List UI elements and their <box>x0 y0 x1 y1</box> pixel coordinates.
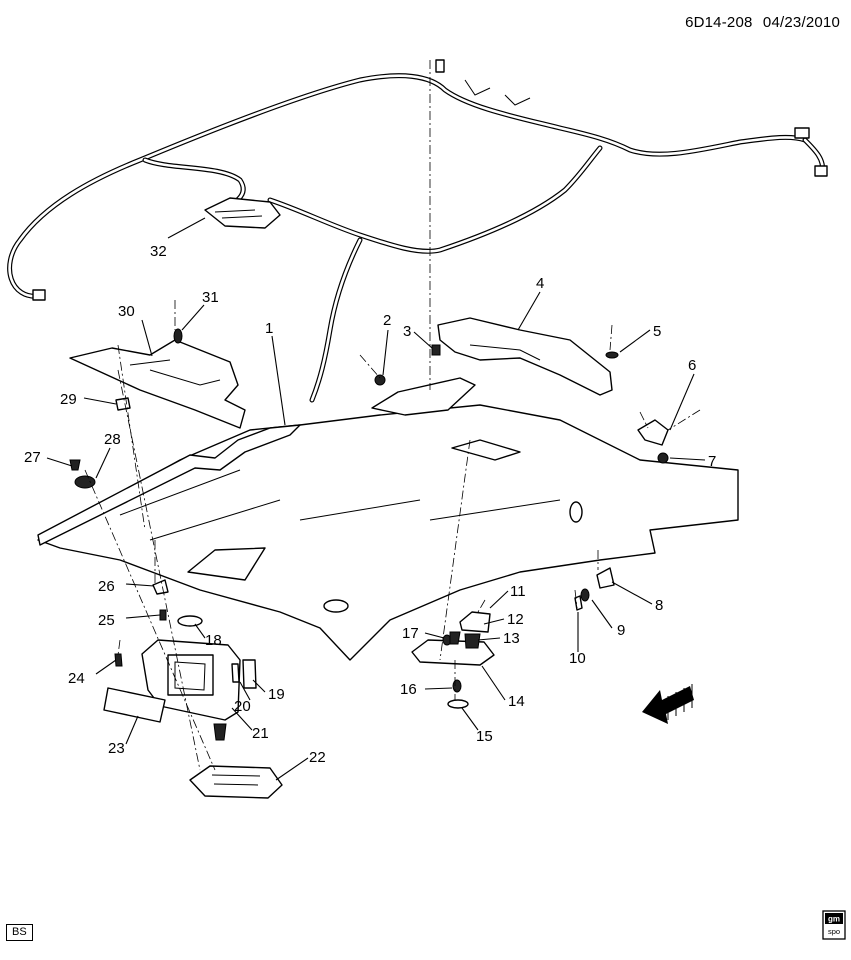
sun-visor <box>141 639 241 721</box>
callout-22: 22 <box>309 749 326 766</box>
callout-12: 12 <box>507 611 524 628</box>
callout-9: 9 <box>617 622 625 639</box>
callout-7: 7 <box>708 453 716 470</box>
bs-badge: BS <box>6 924 33 941</box>
callout-21: 21 <box>252 725 269 742</box>
callout-8: 8 <box>655 597 663 614</box>
callout-3: 3 <box>403 323 411 340</box>
callout-13: 13 <box>503 630 520 647</box>
callout-23: 23 <box>108 740 125 757</box>
leader-lines <box>46 217 706 781</box>
callout-16: 16 <box>400 681 417 698</box>
callout-24: 24 <box>68 670 85 687</box>
diagram-date: 04/23/2010 <box>762 14 840 31</box>
gm-spo-logo: gm spo <box>822 910 846 940</box>
callout-32: 32 <box>150 243 167 260</box>
callout-19: 19 <box>268 686 285 703</box>
vanity-mirror-pad <box>103 687 166 723</box>
callout-14: 14 <box>508 693 525 710</box>
logo-bottom-text: spo <box>828 927 840 936</box>
callout-17: 17 <box>402 625 419 642</box>
callout-30: 30 <box>118 303 135 320</box>
logo-top-text: gm <box>828 915 840 924</box>
callout-labels: 1 2 3 4 5 6 7 8 9 10 11 12 13 14 15 16 1… <box>24 243 716 766</box>
alignment-lines <box>84 60 701 771</box>
diagram-code: 6D14-208 <box>685 14 753 31</box>
a-pillar-trim <box>37 424 301 546</box>
roof-bracket-right <box>437 317 613 396</box>
callout-11: 11 <box>510 583 526 600</box>
callout-25: 25 <box>98 612 115 629</box>
headliner <box>37 404 739 661</box>
diagram-header: 6D14-208 04/23/2010 <box>685 14 840 31</box>
callout-15: 15 <box>476 728 493 745</box>
callout-28: 28 <box>104 431 121 448</box>
callout-4: 4 <box>536 275 544 292</box>
callout-20: 20 <box>234 698 251 715</box>
callout-31: 31 <box>202 289 219 306</box>
callout-6: 6 <box>688 357 696 374</box>
bracket-left <box>69 339 246 429</box>
callout-27: 27 <box>24 449 41 466</box>
console-lamp <box>189 765 283 799</box>
callout-29: 29 <box>60 391 77 408</box>
callout-18: 18 <box>205 632 222 649</box>
trim-panel <box>371 377 476 416</box>
callout-2: 2 <box>383 312 391 329</box>
front-direction-arrow-icon <box>642 684 694 724</box>
callout-1: 1 <box>265 320 273 337</box>
callout-5: 5 <box>653 323 661 340</box>
callout-10: 10 <box>569 650 586 667</box>
wiring-harness <box>7 59 828 403</box>
callout-26: 26 <box>98 578 115 595</box>
